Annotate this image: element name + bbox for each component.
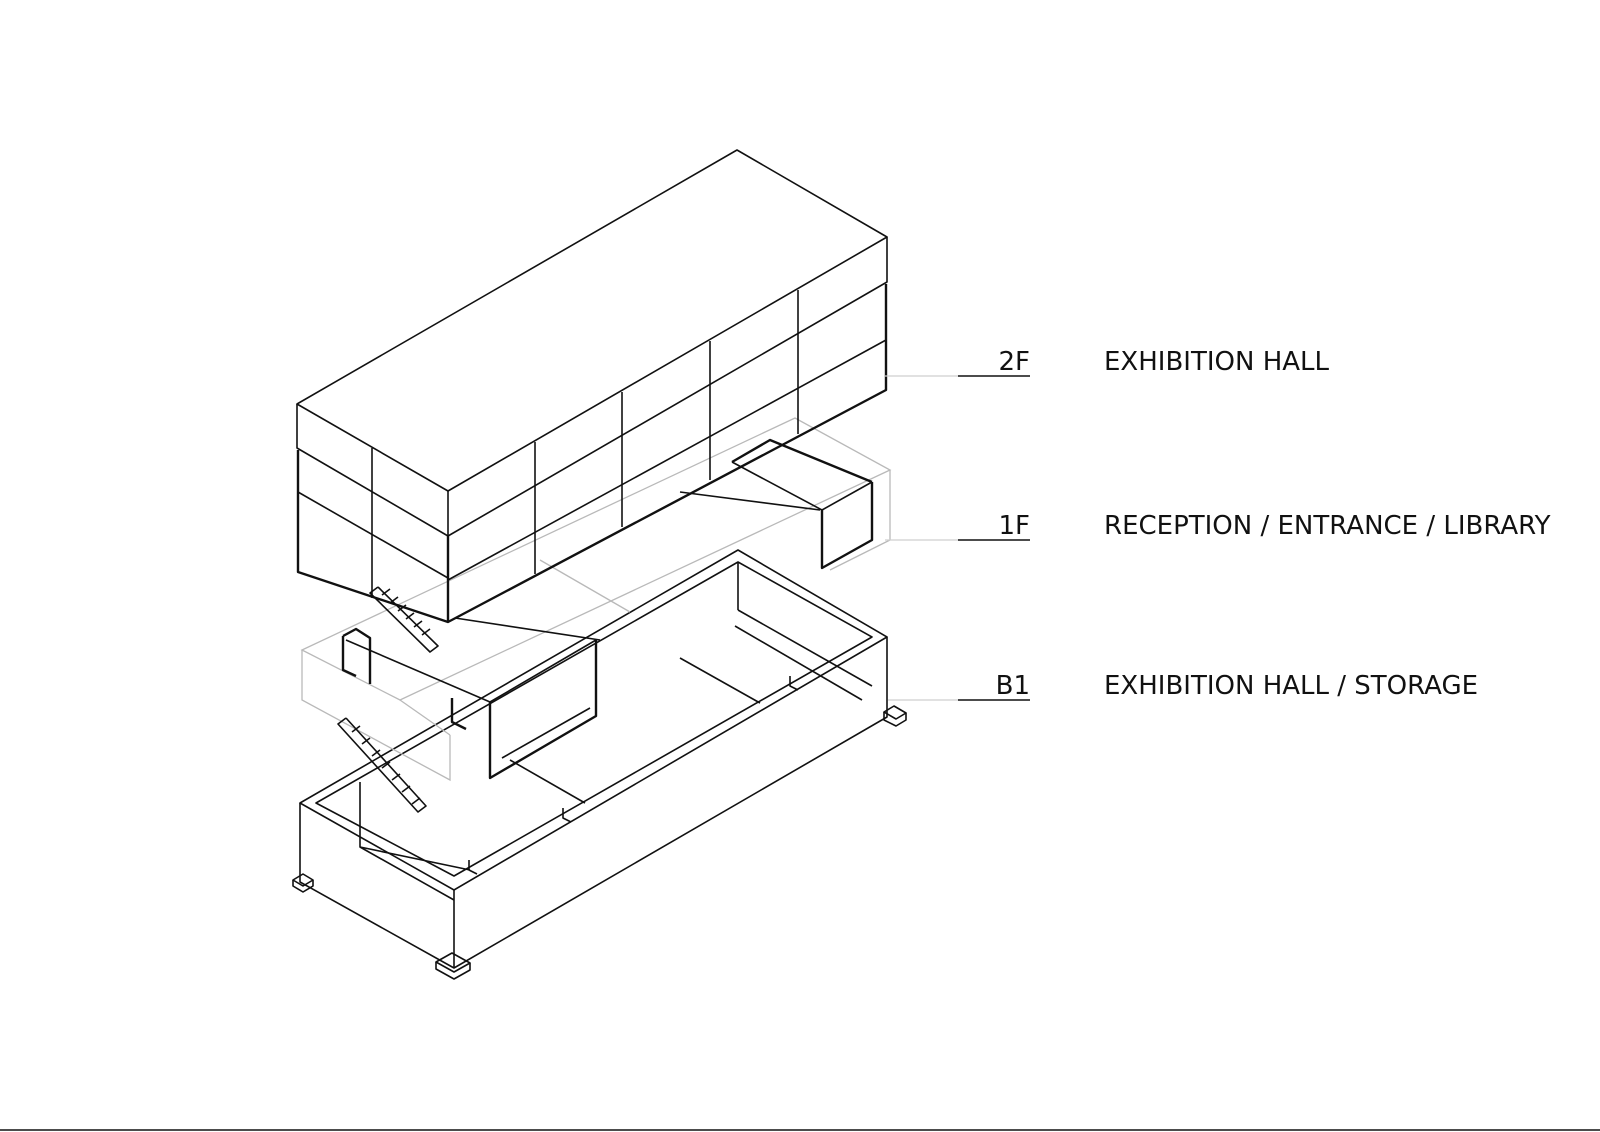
- stair: [337, 586, 439, 813]
- level-description-1f: RECEPTION / ENTRANCE / LIBRARY: [1104, 511, 1551, 541]
- 1f-volume: [300, 417, 892, 782]
- level-description-b1: EXHIBITION HALL / STORAGE: [1104, 671, 1478, 701]
- 2f-volume: [296, 149, 888, 624]
- leader-lines: [885, 375, 1030, 701]
- level-code-b1: B1: [996, 671, 1030, 701]
- level-code-1f: 1F: [999, 511, 1031, 541]
- level-description-2f: EXHIBITION HALL: [1104, 347, 1330, 377]
- level-code-2f: 2F: [999, 347, 1031, 377]
- b1-volume: [292, 549, 907, 980]
